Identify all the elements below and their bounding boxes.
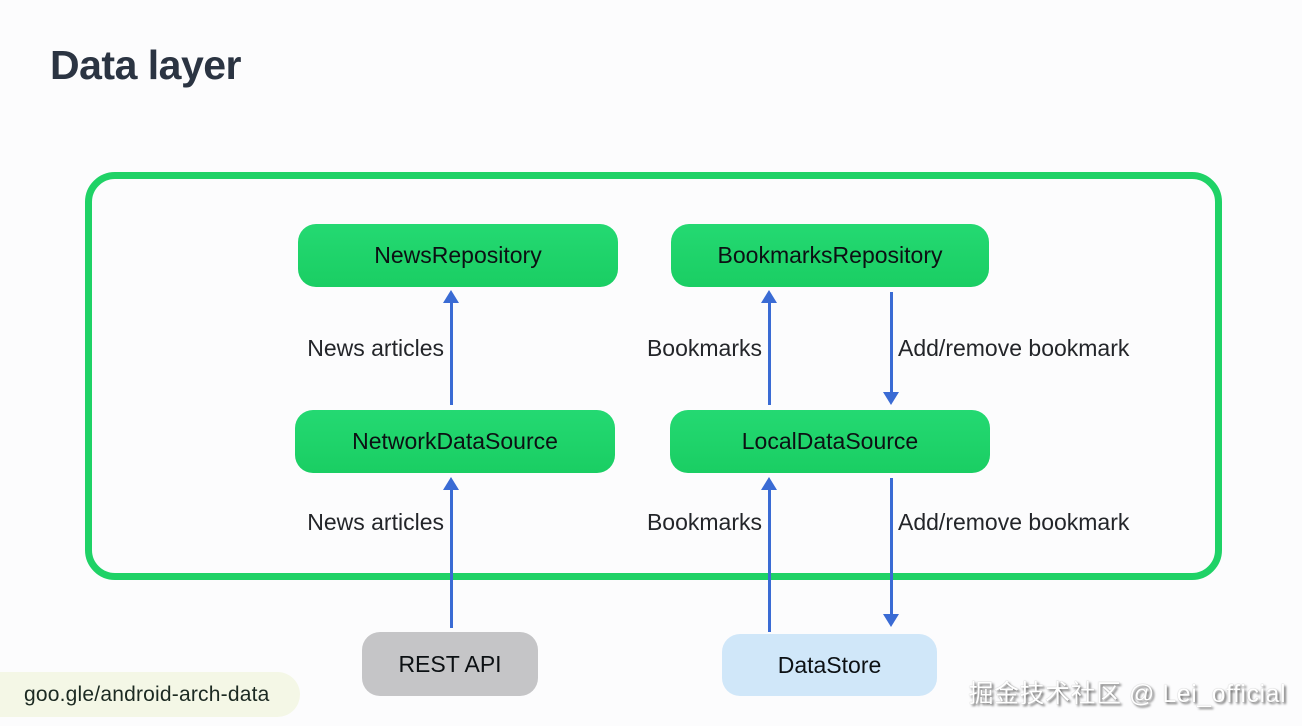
node-label: NewsRepository (374, 242, 542, 268)
node-label: NetworkDataSource (352, 428, 558, 454)
arrow-line-news-up (450, 301, 453, 405)
edge-label-bookmarks-bottom: Bookmarks (646, 509, 762, 535)
short-link-text: goo.gle/android-arch-data (24, 682, 270, 706)
edge-label-bookmarks-top: Bookmarks (646, 335, 762, 361)
edge-label-news-articles-top: News articles (307, 335, 444, 361)
arrow-line-restapi-up (450, 488, 453, 628)
node-bookmarks-repository: BookmarksRepository (671, 224, 989, 287)
arrowhead-down-icon (883, 614, 899, 627)
data-layer-boundary-frame (85, 172, 1222, 580)
node-label: REST API (398, 650, 502, 677)
short-link-pill: goo.gle/android-arch-data (0, 672, 300, 717)
node-rest-api: REST API (362, 632, 538, 696)
edge-label-add-remove-bottom: Add/remove bookmark (898, 509, 1130, 535)
arrowhead-down-icon (883, 392, 899, 405)
node-news-repository: NewsRepository (298, 224, 618, 287)
arrow-line-bookmarks-up (768, 301, 771, 405)
arrow-line-datastore-up (768, 488, 771, 632)
node-label: LocalDataSource (741, 428, 919, 454)
node-label: DataStore (777, 651, 882, 678)
edge-label-news-articles-bottom: News articles (307, 509, 444, 535)
watermark-text: 掘金技术社区 @ Lei_official (968, 680, 1286, 708)
page-title: Data layer (50, 42, 242, 88)
arrow-line-addremove-down (890, 292, 893, 394)
arrowhead-up-icon (443, 290, 459, 303)
arrowhead-up-icon (761, 290, 777, 303)
node-local-data-source: LocalDataSource (670, 410, 990, 473)
node-network-data-source: NetworkDataSource (295, 410, 615, 473)
edge-label-add-remove-top: Add/remove bookmark (898, 335, 1130, 361)
node-data-store: DataStore (722, 634, 937, 696)
arrowhead-up-icon (761, 477, 777, 490)
arrow-line-datastore-down (890, 478, 893, 616)
node-label: BookmarksRepository (717, 242, 943, 268)
arrowhead-up-icon (443, 477, 459, 490)
